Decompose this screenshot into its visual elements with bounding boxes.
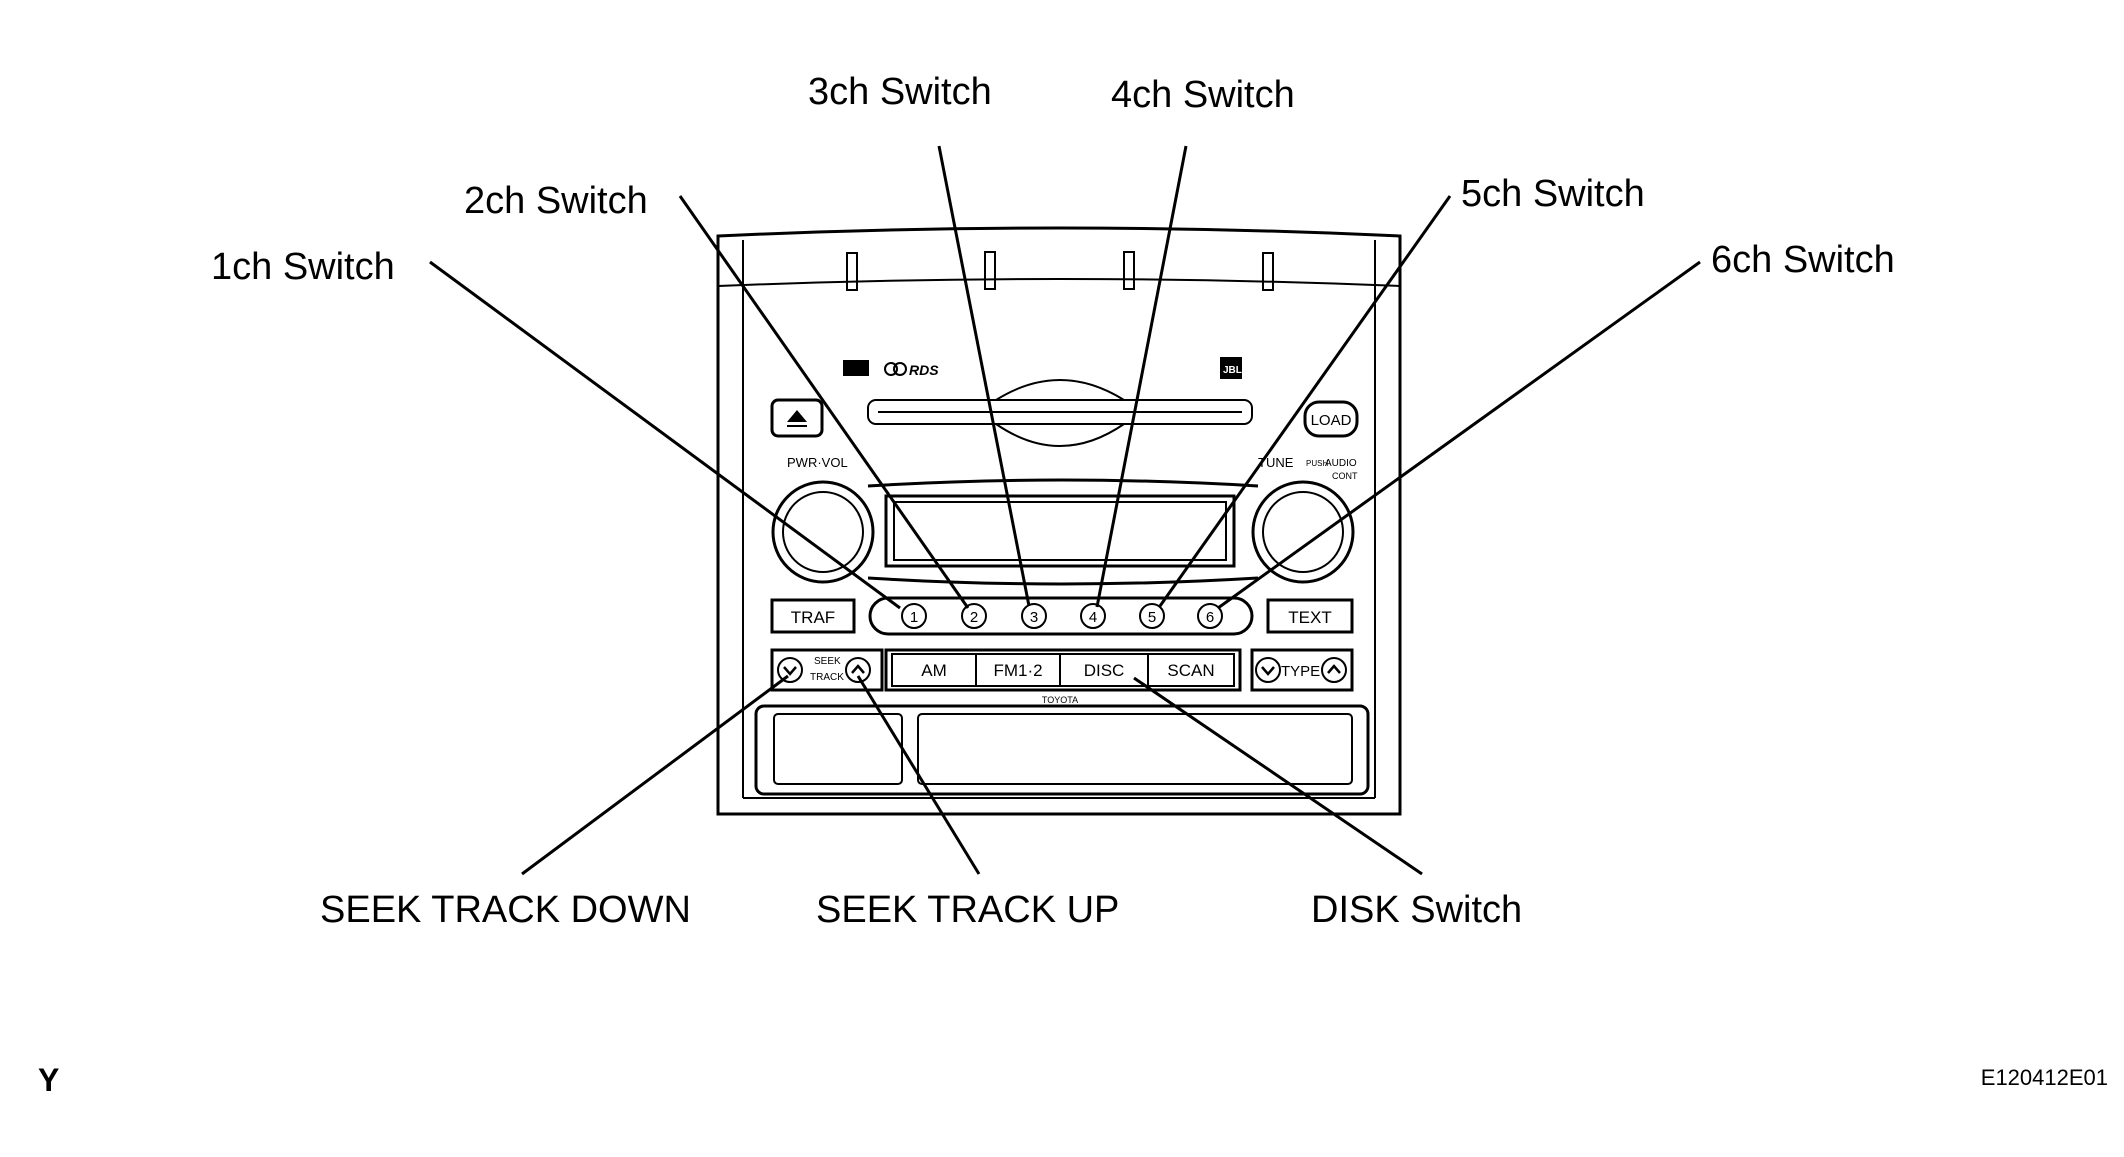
top-band xyxy=(717,278,1401,287)
leader-seek-down xyxy=(521,674,789,876)
chevron-up-icon xyxy=(851,664,865,674)
cont-label: CONT xyxy=(1332,471,1358,481)
am-button[interactable]: AM xyxy=(891,653,977,687)
housing-outline xyxy=(716,226,1402,816)
preset-label-2: 2 xyxy=(970,609,978,626)
type-up-button[interactable] xyxy=(1321,657,1347,683)
pwr-vol-knob[interactable] xyxy=(771,480,1300,584)
leader-6ch xyxy=(1217,260,1701,610)
display-surround xyxy=(867,478,1259,586)
callout-5ch: 5ch Switch xyxy=(1461,173,1645,215)
callout-6ch: 6ch Switch xyxy=(1711,239,1895,281)
tune-knob[interactable] xyxy=(1251,480,1355,584)
fm-label: FM1·2 xyxy=(993,661,1042,680)
preset-button-3[interactable]: 3 xyxy=(1021,603,1047,629)
preset-label-4: 4 xyxy=(1089,609,1097,626)
type-down-button[interactable] xyxy=(1255,657,1281,683)
storage-compartment xyxy=(754,704,1370,796)
leader-seek-up xyxy=(856,675,981,875)
cd-slot xyxy=(867,379,1253,447)
seek-track-group xyxy=(770,648,884,692)
leader-lines xyxy=(429,145,1701,876)
preset-label-1: 1 xyxy=(910,609,918,626)
top-tab-2 xyxy=(984,251,996,290)
radio-unit: RDS JBL LOAD PWR·VOL TUNE PUSH AUDIO xyxy=(716,226,1402,816)
preset-label-5: 5 xyxy=(1148,609,1156,626)
callout-disk: DISK Switch xyxy=(1311,889,1522,931)
callout-seek-up: SEEK TRACK UP xyxy=(816,889,1119,931)
rds-logo: RDS xyxy=(884,362,939,378)
traf-button[interactable]: TRAF xyxy=(770,598,856,634)
text-label: TEXT xyxy=(1288,608,1331,627)
leader-1ch xyxy=(429,260,901,610)
callout-seek-down: SEEK TRACK DOWN xyxy=(320,889,691,931)
push-label: PUSH xyxy=(1306,459,1328,468)
load-label: LOAD xyxy=(1311,412,1352,429)
jbl-logo: JBL xyxy=(1220,357,1242,379)
leader-disk xyxy=(1133,676,1423,876)
dolby-logo xyxy=(843,360,869,376)
eject-button[interactable] xyxy=(770,398,824,438)
preset-bar xyxy=(868,596,1254,636)
leader-5ch xyxy=(1158,195,1452,607)
seek-down-button[interactable] xyxy=(777,657,803,683)
figure-code: E120412E01 xyxy=(1981,1065,2108,1090)
top-tab-1 xyxy=(846,252,858,291)
top-tab-3 xyxy=(1123,251,1135,290)
rds-logo-text: RDS xyxy=(909,362,939,378)
brand-label: TOYOTA xyxy=(1042,695,1078,705)
seek-label: SEEK xyxy=(814,656,841,667)
disc-label: DISC xyxy=(1084,661,1125,680)
chevron-down-icon xyxy=(1261,666,1275,676)
audio-label: AUDIO xyxy=(1325,458,1357,469)
text-button[interactable]: TEXT xyxy=(1266,598,1354,634)
band-row xyxy=(884,648,1242,692)
preset-label-6: 6 xyxy=(1206,609,1214,626)
display-window xyxy=(884,494,1236,568)
scan-button[interactable]: SCAN xyxy=(1147,653,1235,687)
preset-button-5[interactable]: 5 xyxy=(1139,603,1165,629)
callout-4ch: 4ch Switch xyxy=(1111,74,1295,116)
preset-button-2[interactable]: 2 xyxy=(961,603,987,629)
preset-button-4[interactable]: 4 xyxy=(1080,603,1106,629)
top-tab-4 xyxy=(1262,252,1274,291)
preset-label-3: 3 xyxy=(1030,609,1038,626)
leader-3ch xyxy=(937,145,1031,607)
seek-up-button[interactable] xyxy=(845,657,871,683)
fm-button[interactable]: FM1·2 xyxy=(975,653,1061,687)
track-label: TRACK xyxy=(810,672,844,683)
chevron-up-icon xyxy=(1327,664,1341,674)
callout-3ch: 3ch Switch xyxy=(808,71,992,113)
pwr-vol-label: PWR·VOL xyxy=(787,455,848,470)
preset-button-1[interactable]: 1 xyxy=(901,603,927,629)
type-label: TYPE xyxy=(1281,663,1320,680)
leader-2ch xyxy=(678,195,970,609)
jbl-logo-text: JBL xyxy=(1223,365,1242,376)
chevron-down-icon xyxy=(783,666,797,676)
leader-4ch xyxy=(1095,145,1188,608)
preset-button-6[interactable]: 6 xyxy=(1197,603,1223,629)
callout-1ch: 1ch Switch xyxy=(211,246,395,288)
tune-label: TUNE xyxy=(1258,455,1294,470)
load-button[interactable]: LOAD xyxy=(1303,400,1359,438)
corner-letter: Y xyxy=(38,1062,59,1098)
am-label: AM xyxy=(921,661,947,680)
traf-label: TRAF xyxy=(791,608,835,627)
disc-button[interactable]: DISC xyxy=(1059,653,1149,687)
type-group xyxy=(1250,648,1354,692)
callout-2ch: 2ch Switch xyxy=(464,180,648,222)
scan-label: SCAN xyxy=(1167,661,1214,680)
